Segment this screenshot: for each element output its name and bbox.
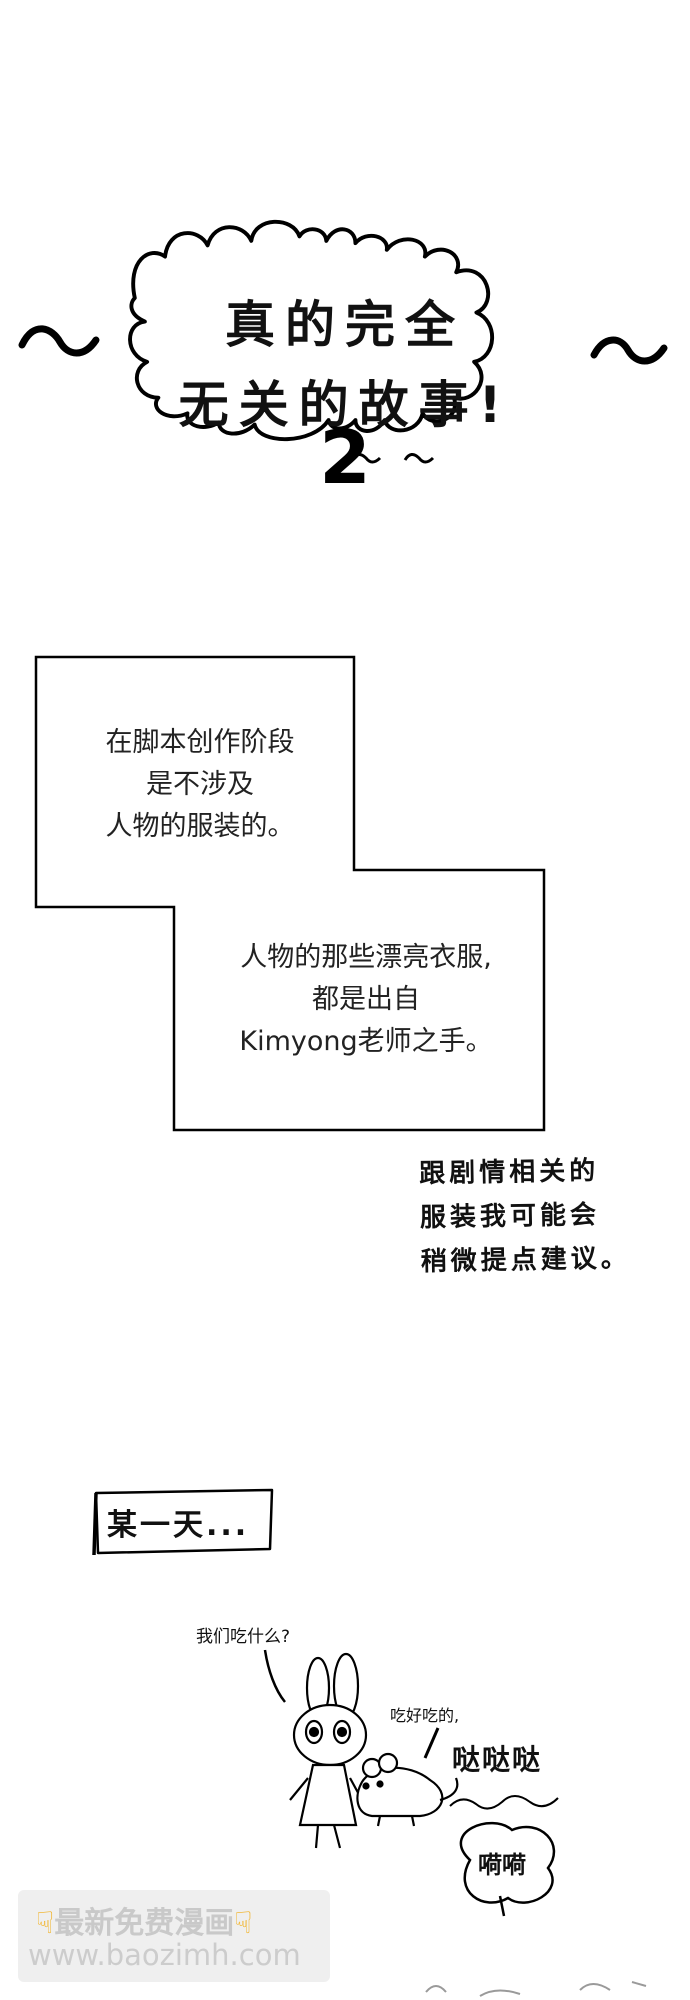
reply-speech: 吃好吃的, xyxy=(390,1706,460,1725)
speech-tick xyxy=(423,1727,440,1759)
note-line: 服装我可能会 xyxy=(419,1200,601,1234)
title-number: 2 xyxy=(319,415,371,501)
sniff-text: 嗬嗬 xyxy=(478,1851,526,1879)
character-scene xyxy=(263,1649,559,1917)
title-line-2: 无关的故事! xyxy=(178,376,512,434)
title-line-1: 真的完全 xyxy=(225,296,465,354)
mouse-icon xyxy=(356,1752,459,1827)
watermark-text: 最新免费漫画 xyxy=(54,1906,235,1941)
scene-label: 某一天... xyxy=(107,1508,250,1543)
pointing-hand-icon: ☟ xyxy=(234,1906,253,1941)
narration-line: 是不涉及 xyxy=(146,769,254,800)
narration-text-1: 在脚本创作阶段 是不涉及 人物的服装的。 xyxy=(60,722,340,848)
narration-text-2: 人物的那些漂亮衣服, 都是出自 Kimyong老师之手。 xyxy=(196,937,536,1063)
rabbit-icon xyxy=(289,1652,368,1849)
rabbit-speech: 我们吃什么? xyxy=(196,1627,291,1647)
note-line: 跟剧情相关的 xyxy=(418,1156,600,1190)
motion-curl xyxy=(449,1795,559,1810)
title-cloud-outline xyxy=(18,219,668,464)
sfx-text: 哒哒哒 xyxy=(452,1743,543,1776)
pointing-hand-icon: ☟ xyxy=(36,1906,55,1941)
title-cloud: 真的完全 无关的故事! 2 xyxy=(0,0,690,520)
right-tilde xyxy=(590,336,668,365)
narration-box-outline xyxy=(34,655,546,1132)
watermark-line-1: ☟最新免费漫画☟ xyxy=(36,1898,253,1942)
narration-line: 人物的服装的。 xyxy=(105,811,295,842)
sniff-bubble xyxy=(459,1821,556,1904)
bottom-scribble xyxy=(425,1981,647,1997)
narration-line: 人物的那些漂亮衣服, xyxy=(240,942,492,973)
narration-line: 在脚本创作阶段 xyxy=(105,727,295,758)
narration-panel: 在脚本创作阶段 是不涉及 人物的服装的。 人物的那些漂亮衣服, 都是出自 Kim… xyxy=(0,640,690,1140)
handwritten-note: 跟剧情相关的 服装我可能会 稍微提点建议。 xyxy=(419,1148,671,1284)
watermark-url: www.baozimh.com xyxy=(28,1938,301,1972)
watermark-badge: ☟最新免费漫画☟ www.baozimh.com xyxy=(18,1890,330,1982)
scene-label-box xyxy=(88,1487,278,1557)
narration-line: 都是出自 xyxy=(312,984,420,1015)
narration-line: Kimyong老师之手。 xyxy=(239,1026,493,1057)
speech-tick xyxy=(263,1649,286,1703)
left-tilde xyxy=(18,325,100,357)
note-line: 稍微提点建议。 xyxy=(420,1243,632,1278)
